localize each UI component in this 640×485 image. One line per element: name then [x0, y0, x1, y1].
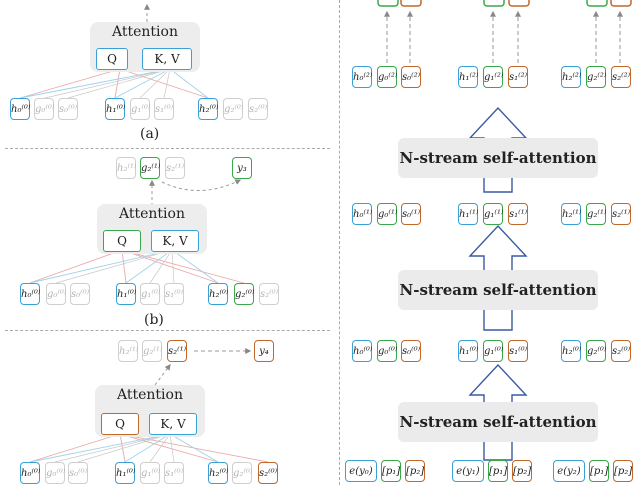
input-token: e(y₀): [345, 460, 377, 482]
token: s₂⁽⁰⁾: [611, 340, 631, 362]
token: h₁⁽⁰⁾: [458, 340, 478, 362]
token: g₂⁽¹⁾: [586, 203, 606, 225]
token: s₁⁽⁰⁾: [508, 340, 528, 362]
token: g₂⁽⁰⁾: [234, 283, 254, 305]
token: g₁⁽²⁾: [483, 66, 503, 88]
token: s₂⁽⁰⁾: [259, 283, 279, 305]
token: h₂⁽⁰⁾: [208, 462, 228, 484]
attention-block-c: Attention Q K, V: [95, 385, 205, 437]
token: g₁⁽⁰⁾: [140, 462, 160, 484]
attention-title: Attention: [112, 24, 178, 40]
token: s₁⁽⁰⁾: [164, 462, 184, 484]
token: h₀⁽⁰⁾: [10, 98, 30, 120]
token: g₁⁽¹⁾: [483, 203, 503, 225]
input-token: [p₂]: [512, 460, 532, 482]
token: g₁⁽⁰⁾: [130, 98, 150, 120]
token: g₁⁽⁰⁾: [483, 340, 503, 362]
token: g₂⁽²⁾: [586, 66, 606, 88]
attention-title: Attention: [119, 206, 185, 222]
input-token: [p₁]: [589, 460, 609, 482]
query-box: Q: [101, 413, 139, 435]
token: h₀⁽⁰⁾: [352, 340, 372, 362]
token: h₁⁽⁰⁾: [115, 462, 135, 484]
token: s₀⁽²⁾: [401, 66, 421, 88]
token: s₁⁽⁰⁾: [164, 283, 184, 305]
key-value-box: K, V: [149, 413, 197, 435]
token: h₂⁽⁰⁾: [208, 283, 228, 305]
caption-b: (b): [144, 312, 164, 328]
token: g₀⁽⁰⁾: [377, 340, 397, 362]
target-token: y₃: [232, 157, 252, 179]
token: s₂⁽¹⁾: [611, 203, 631, 225]
token: h₀⁽¹⁾: [352, 203, 372, 225]
token: s₂⁽⁰⁾: [258, 462, 278, 484]
token: h₂⁽¹⁾: [116, 157, 136, 179]
token: h₁⁽⁰⁾: [105, 98, 125, 120]
token: g₂⁽⁰⁾: [586, 340, 606, 362]
token: g₀⁽⁰⁾: [46, 283, 66, 305]
panel-separator: [5, 330, 330, 331]
token: s₂⁽²⁾: [611, 66, 631, 88]
token: h₀⁽⁰⁾: [20, 462, 40, 484]
input-token: [p₂]: [613, 460, 633, 482]
token: h₁⁽⁰⁾: [116, 283, 136, 305]
token: g₂⁽⁰⁾: [232, 462, 252, 484]
key-value-box: K, V: [142, 48, 192, 70]
query-box: Q: [96, 48, 128, 70]
vertical-separator: [339, 0, 340, 485]
nstream-block-1: N-stream self-attention: [398, 270, 598, 310]
panel-separator: [5, 148, 330, 149]
token: g₂⁽¹⁾: [142, 340, 162, 362]
input-token: e(y₂): [553, 460, 585, 482]
input-token: e(y₁): [452, 460, 484, 482]
token: h₂⁽¹⁾: [561, 203, 581, 225]
token: g₂⁽¹⁾: [140, 157, 160, 179]
attention-block-a: Attention Q K, V: [90, 22, 200, 72]
token: s₀⁽⁰⁾: [70, 283, 90, 305]
input-token: [p₁]: [488, 460, 508, 482]
token: g₀⁽²⁾: [377, 66, 397, 88]
token: s₂⁽⁰⁾: [248, 98, 268, 120]
token: s₂⁽¹⁾: [167, 340, 187, 362]
token: s₂⁽¹⁾: [165, 157, 185, 179]
caption-a: (a): [140, 126, 160, 142]
token: g₀⁽⁰⁾: [34, 98, 54, 120]
token: s₁⁽²⁾: [508, 66, 528, 88]
token: g₁⁽⁰⁾: [140, 283, 160, 305]
token: h₀⁽²⁾: [352, 66, 372, 88]
token: s₀⁽⁰⁾: [401, 340, 421, 362]
token: s₀⁽⁰⁾: [68, 462, 88, 484]
target-token: y₄: [254, 340, 274, 362]
token: g₀⁽¹⁾: [377, 203, 397, 225]
query-box: Q: [103, 230, 141, 252]
token: h₂⁽²⁾: [561, 66, 581, 88]
token: h₁⁽¹⁾: [458, 203, 478, 225]
token: s₀⁽⁰⁾: [58, 98, 78, 120]
token: s₀⁽¹⁾: [401, 203, 421, 225]
attention-title: Attention: [117, 387, 183, 403]
token: h₁⁽²⁾: [458, 66, 478, 88]
token: g₀⁽⁰⁾: [45, 462, 65, 484]
token: h₀⁽⁰⁾: [20, 283, 40, 305]
input-token: [p₁]: [381, 460, 401, 482]
token: s₁⁽⁰⁾: [154, 98, 174, 120]
key-value-box: K, V: [151, 230, 199, 252]
token: h₂⁽⁰⁾: [561, 340, 581, 362]
attention-block-b: Attention Q K, V: [97, 204, 207, 254]
token: s₁⁽¹⁾: [508, 203, 528, 225]
token: h₂⁽⁰⁾: [198, 98, 218, 120]
nstream-block-2: N-stream self-attention: [398, 138, 598, 178]
input-token: [p₂]: [405, 460, 425, 482]
token: g₂⁽⁰⁾: [223, 98, 243, 120]
nstream-block-0: N-stream self-attention: [398, 402, 598, 442]
token: h₂⁽¹⁾: [118, 340, 138, 362]
